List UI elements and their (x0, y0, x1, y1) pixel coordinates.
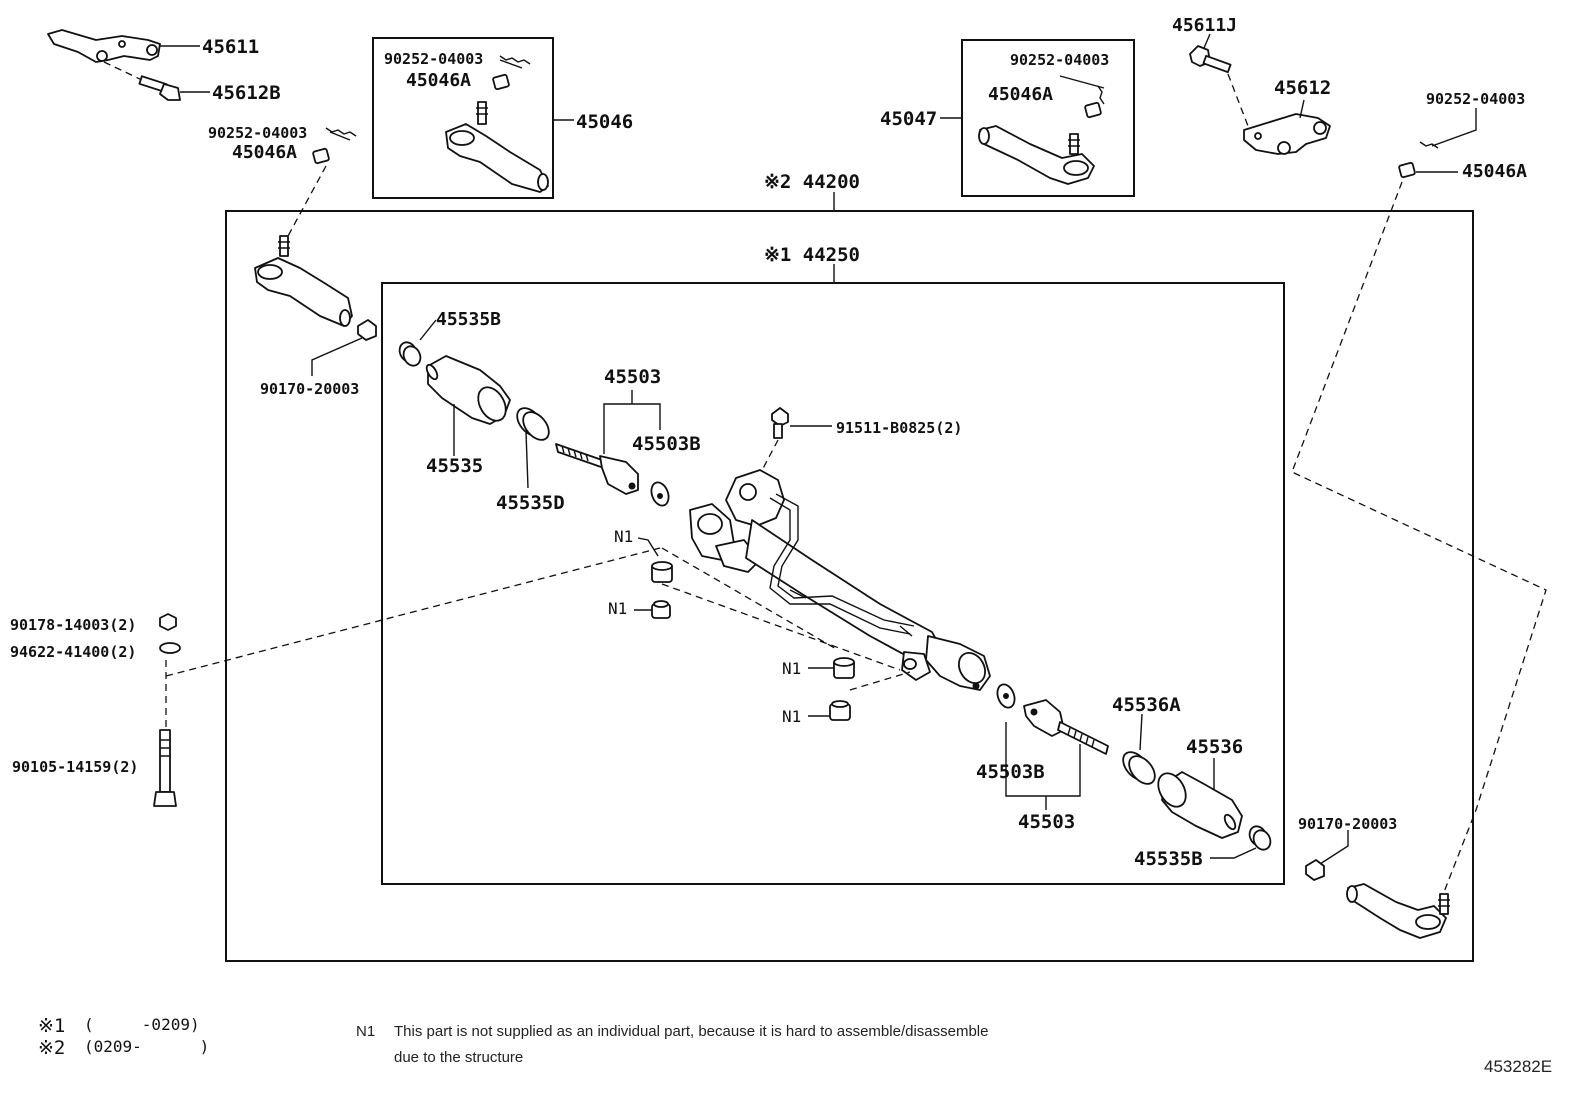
boot-45535-left-icon (425, 355, 511, 425)
label-90105: 90105-14159(2) (12, 758, 138, 776)
tie-rod-end-left-icon (254, 235, 353, 327)
label-45536A: 45536A (1112, 694, 1181, 716)
label-n1-d: N1 (782, 707, 801, 726)
footnote-n1-key: N1 (356, 1023, 375, 1040)
bushing-n1-c-icon (833, 657, 855, 679)
label-90170-right: 90170-20003 (1298, 815, 1397, 833)
inner-tie-rod-45503-right-icon (1023, 699, 1109, 755)
label-90178: 90178-14003(2) (10, 616, 136, 634)
footnote-range-2: (0209- ) (84, 1037, 209, 1056)
label-45046: 45046 (576, 111, 633, 133)
label-90170-left: 90170-20003 (260, 380, 359, 398)
kit-45046-box (372, 37, 554, 199)
bolt-45612B-icon (138, 75, 181, 101)
castle-nut-45046A-left-icon (312, 147, 330, 165)
label-90252-top-left: 90252-04003 (208, 124, 307, 142)
label-assembly-44200: ※2 44200 (764, 171, 860, 193)
label-45611: 45611 (202, 36, 259, 58)
castle-nut-45046A-right-icon (1398, 161, 1416, 179)
label-45536: 45536 (1186, 736, 1243, 758)
label-n1-a: N1 (614, 527, 633, 546)
label-n1-b: N1 (608, 599, 627, 618)
label-n1-c: N1 (782, 659, 801, 678)
tie-rod-end-45046-icon (445, 101, 549, 193)
label-assembly-44250: ※1 44250 (764, 244, 860, 266)
label-45503B-bottom: 45503B (976, 761, 1045, 783)
lock-washer-45503B-right-icon (996, 683, 1016, 709)
castle-nut-45046A-box2-icon (1084, 101, 1102, 119)
label-45612: 45612 (1274, 77, 1331, 99)
label-90252-box1: 90252-04003 (384, 50, 483, 68)
label-45046A-top-right: 45046A (1462, 161, 1527, 182)
label-94622: 94622-41400(2) (10, 643, 136, 661)
bolt-90105-icon (153, 729, 177, 807)
nut-90170-left-icon (357, 319, 377, 341)
assembly-44250-frame (381, 282, 1285, 885)
footnote-n1-text-line1: This part is not supplied as an individu… (394, 1023, 989, 1040)
boot-clamp-45535D-left-icon (516, 407, 550, 441)
label-45046A-top-left: 45046A (232, 142, 297, 163)
boot-clamp-45535B-right-icon (1248, 825, 1272, 851)
boot-45536-icon (1157, 771, 1243, 839)
castle-nut-45046A-box1-icon (492, 73, 510, 91)
label-45535: 45535 (426, 455, 483, 477)
lock-washer-45503B-left-icon (650, 481, 670, 507)
knuckle-arm-45611-icon (47, 29, 161, 63)
label-45535B-bottom: 45535B (1134, 848, 1203, 870)
label-45503-top: 45503 (604, 366, 661, 388)
label-90252-box2: 90252-04003 (1010, 51, 1109, 69)
bushing-n1-b-icon (651, 600, 671, 619)
tie-rod-end-right-icon (1346, 883, 1450, 939)
rack-and-pinion-housing-icon (689, 469, 991, 691)
footnote-n1-text-line2: due to the structure (394, 1049, 523, 1066)
label-45535D: 45535D (496, 492, 565, 514)
bolt-45611J-icon (1189, 45, 1232, 74)
boot-clamp-45535B-left-icon (398, 341, 422, 367)
label-91511: 91511-B0825(2) (836, 419, 962, 437)
footnote-mark-1: ※1 (38, 1015, 65, 1037)
footnote-range-1: ( -0209) (84, 1015, 200, 1034)
diagram-id: 453282E (1484, 1057, 1552, 1076)
boot-clamp-45536A-icon (1122, 751, 1156, 785)
nut-90178-icon (159, 613, 177, 631)
label-45046A-box2: 45046A (988, 84, 1053, 105)
label-45535B-top: 45535B (436, 309, 501, 330)
nut-90170-right-icon (1305, 859, 1325, 881)
tie-rod-end-45047-icon (978, 125, 1095, 185)
knuckle-arm-45612-icon (1243, 113, 1331, 155)
bushing-n1-a-icon (651, 561, 673, 583)
label-45503-bottom: 45503 (1018, 811, 1075, 833)
label-45503B-top: 45503B (632, 433, 701, 455)
bushing-n1-d-icon (829, 700, 851, 721)
label-45047: 45047 (880, 108, 937, 130)
label-45046A-box1: 45046A (406, 70, 471, 91)
label-45612B: 45612B (212, 82, 281, 104)
footnote-mark-2: ※2 (38, 1037, 65, 1059)
washer-94622-icon (159, 642, 181, 654)
label-90252-top-right: 90252-04003 (1426, 90, 1525, 108)
label-45611J: 45611J (1172, 15, 1237, 36)
inner-tie-rod-45503-left-icon (555, 443, 639, 495)
assembly-44200-frame (225, 210, 1474, 962)
bolt-91511-icon (771, 407, 789, 439)
